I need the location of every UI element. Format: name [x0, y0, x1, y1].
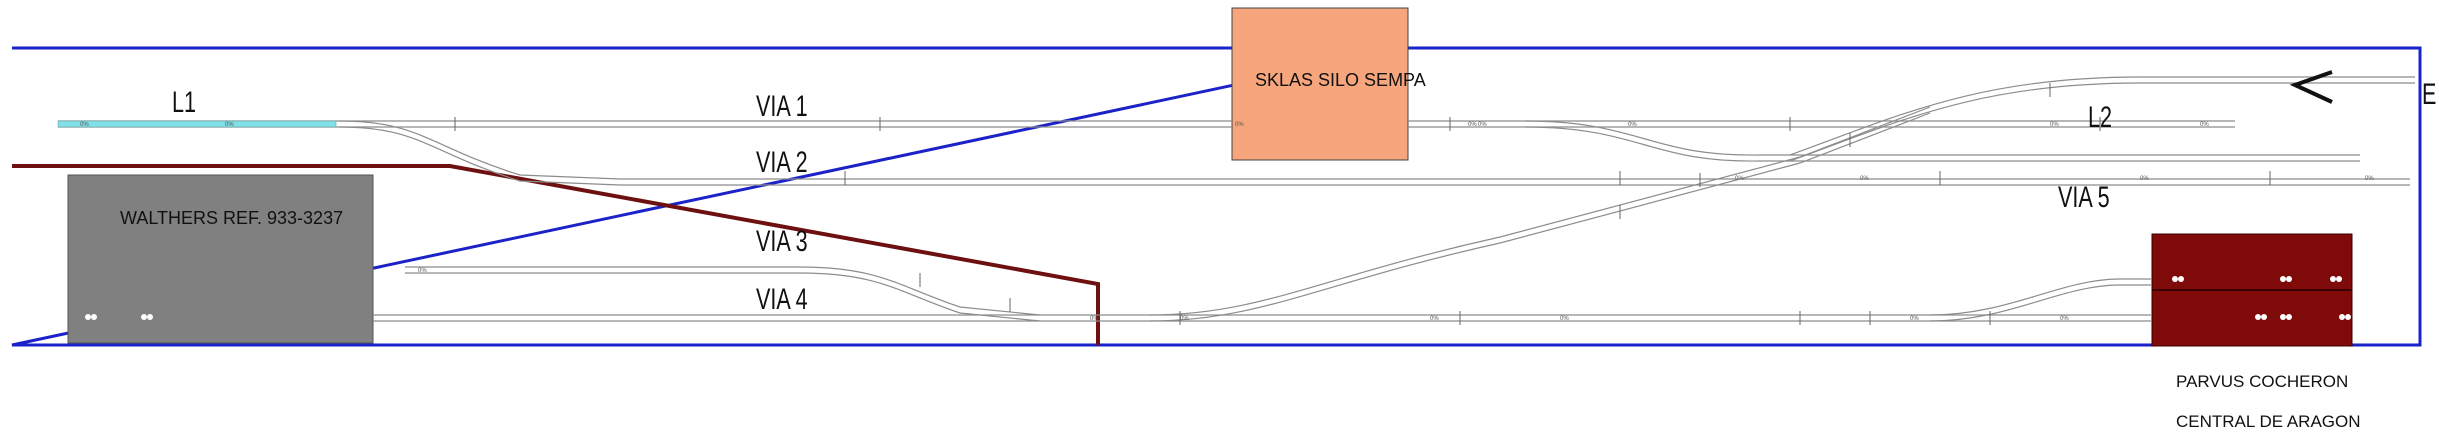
switch-mark-label: 0%	[1735, 176, 1744, 182]
switch-mark-label: 0%	[1478, 122, 1487, 128]
track-l2-branch	[1524, 120, 2360, 156]
switch-mark-label: 0%	[1628, 122, 1637, 128]
walthers-doors	[85, 314, 153, 320]
track-network	[58, 76, 2415, 322]
entry-arrow-icon	[2289, 70, 2333, 104]
switch-marks: 0%0%0%0%0%0%0%0%0%0%0%0%0%0%0%0%0%0%0%	[80, 83, 2374, 325]
track-via2	[339, 126, 2410, 186]
switch-mark-label: 0%	[2140, 176, 2149, 182]
switch-mark-label: 0%	[1090, 316, 1099, 322]
silo-label: SKLAS SILO SEMPA	[1255, 70, 1426, 90]
silo-building	[1231, 7, 1409, 161]
walthers-label: WALTHERS REF. 933-3237	[120, 208, 343, 228]
switch-mark-label: 0%	[2365, 176, 2374, 182]
switch-mark-label: 0%	[1468, 122, 1477, 128]
track-via3	[405, 266, 1041, 316]
track-via2	[339, 120, 2410, 180]
switch-mark-label: 0%	[1560, 316, 1569, 322]
track-crossover	[1149, 112, 1931, 322]
label-via1: VIA 1	[756, 88, 808, 122]
layout-frame	[11, 46, 2422, 347]
switch-mark-label: 0%	[2060, 316, 2069, 322]
track-entry	[1789, 76, 2415, 156]
label-via2: VIA 2	[756, 144, 808, 178]
switch-mark-label: 0%	[1180, 316, 1189, 322]
label-l1: L1	[172, 84, 196, 118]
switch-mark-label: 0%	[2200, 122, 2209, 128]
track-via3	[405, 272, 1041, 322]
switch-mark-label: 0%	[1235, 122, 1244, 128]
engine-shed-doors	[2172, 276, 2351, 320]
track-shed-lead	[1929, 284, 2152, 322]
switch-mark-label: 0%	[1860, 176, 1869, 182]
track-crossover	[1149, 106, 1931, 316]
walthers-building	[67, 174, 374, 344]
track-l2-branch	[1524, 126, 2360, 162]
label-via4: VIA 4	[756, 281, 808, 315]
track-entry	[1789, 82, 2415, 162]
switch-mark-label: 0%	[1910, 316, 1919, 322]
label-via5: VIA 5	[2058, 179, 2110, 213]
caption-line1: PARVUS COCHERON	[2176, 372, 2348, 391]
switch-mark-label: 0%	[1430, 316, 1439, 322]
switch-mark-label: 0%	[418, 268, 427, 274]
l1-cyan-segment	[57, 120, 337, 128]
label-l2: L2	[2088, 99, 2112, 133]
label-via3: VIA 3	[756, 223, 808, 257]
caption-line2: CENTRAL DE ARAGON	[2176, 412, 2361, 431]
switch-mark-label: 0%	[2050, 122, 2059, 128]
track-shed-lead	[1929, 278, 2152, 316]
switch-mark-label: 0%	[80, 122, 89, 128]
switch-mark-label: 0%	[225, 122, 234, 128]
label-e: E	[2422, 76, 2436, 110]
